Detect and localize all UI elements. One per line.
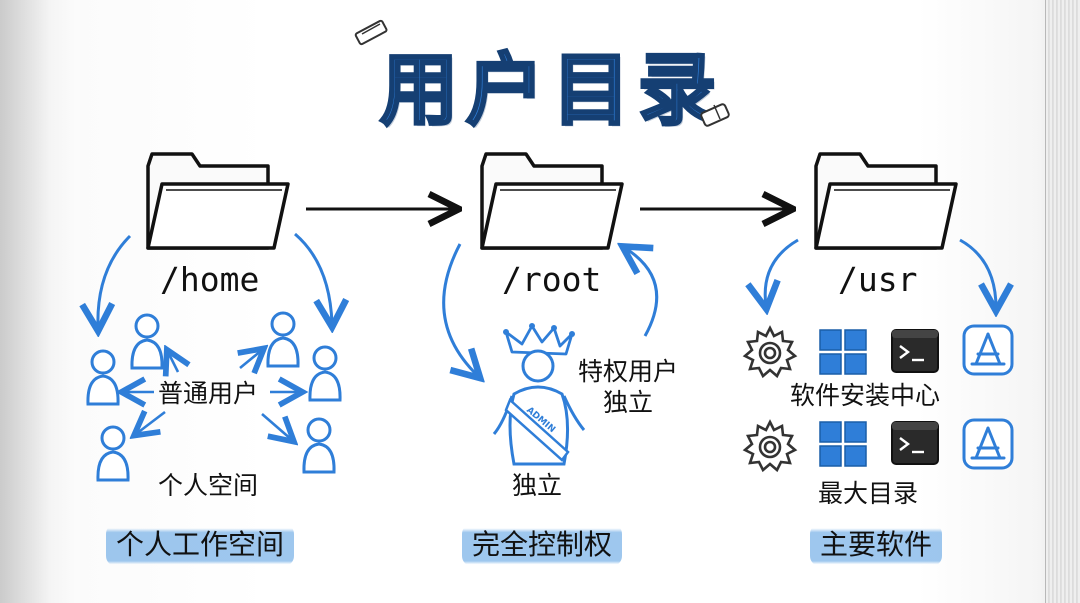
gear-icon	[742, 419, 798, 473]
full-control-highlight: 完全控制权	[462, 524, 623, 566]
crowned-admin-icon: ADMIN	[492, 323, 586, 466]
main-software-highlight: 主要软件	[810, 524, 943, 566]
eraser-icon	[700, 103, 730, 127]
home-folder-icon	[146, 152, 290, 250]
user-icon	[266, 311, 300, 368]
user-icon	[86, 349, 120, 406]
independent-line: 独立	[603, 388, 654, 418]
personal-space-caption: 个人空间	[158, 471, 259, 500]
pencil-icon	[354, 19, 388, 46]
root-folder-icon	[480, 152, 624, 250]
book-page-edges	[1045, 0, 1080, 603]
home-path-label: /home	[160, 260, 260, 299]
book-spine-shadow	[0, 0, 50, 603]
privileged-user-line: 特权用户	[578, 357, 679, 386]
user-icon	[96, 425, 130, 482]
app-store-icon	[962, 418, 1014, 470]
user-icon	[308, 345, 342, 402]
root-caption: 独立	[512, 471, 563, 500]
root-path-label: /root	[502, 260, 602, 299]
page-title: 用户目录	[378, 45, 725, 138]
windows-icon	[819, 421, 867, 467]
regular-users-label: 普通用户	[158, 379, 259, 408]
terminal-icon	[891, 329, 939, 373]
usr-path-label: /usr	[838, 260, 918, 299]
user-icon	[130, 313, 164, 370]
largest-directory-caption: 最大目录	[818, 479, 919, 508]
user-icon	[302, 417, 336, 474]
gear-icon	[742, 325, 798, 379]
personal-workspace-highlight: 个人工作空间	[106, 524, 295, 566]
terminal-icon	[891, 421, 939, 465]
app-store-icon	[962, 324, 1014, 376]
windows-icon	[819, 329, 867, 375]
privileged-user-label: 特权用户 独立	[578, 356, 678, 419]
software-install-center-label: 软件安装中心	[790, 381, 941, 410]
usr-folder-icon	[814, 152, 958, 250]
